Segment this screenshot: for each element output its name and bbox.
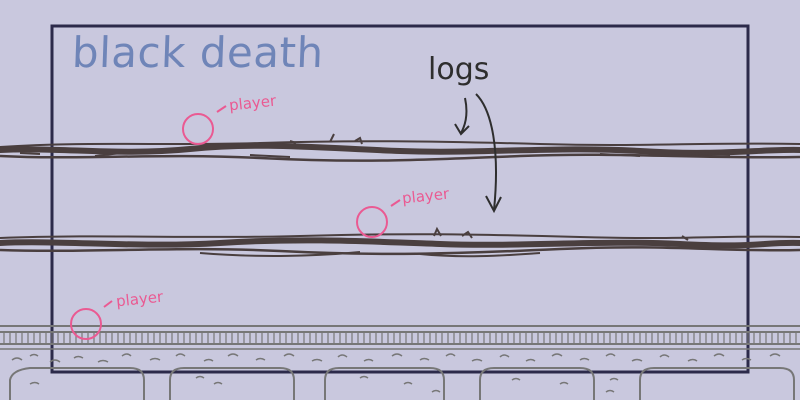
player-1 <box>182 105 227 145</box>
bridge <box>0 325 800 400</box>
log-top <box>0 133 800 162</box>
viewport-frame <box>50 24 750 374</box>
logs-annotation: logs <box>428 52 490 87</box>
log-middle <box>0 226 800 258</box>
logs-arrow-long <box>475 93 502 214</box>
game-title: black death <box>71 28 325 77</box>
player-3 <box>70 300 113 340</box>
logs-arrow-short <box>454 97 470 136</box>
player-2 <box>356 199 401 238</box>
